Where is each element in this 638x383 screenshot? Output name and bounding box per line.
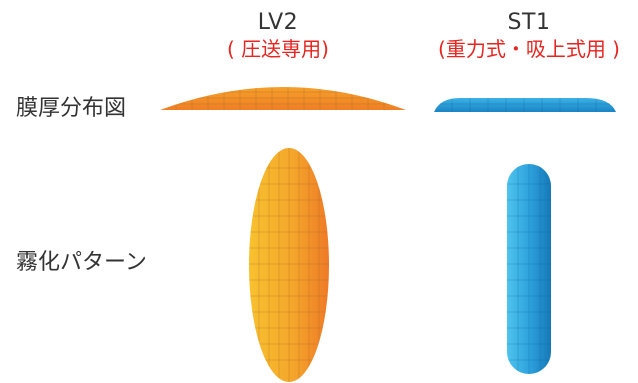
column-header-st1: ST1 (重力式・吸上式用 ): [424, 10, 634, 62]
lv2-subtitle: ( 圧送専用): [227, 37, 329, 61]
lv2-title: LV2: [257, 10, 299, 35]
column-header-lv2: LV2 ( 圧送専用): [178, 10, 378, 62]
st1-spray-pattern-shape: [507, 164, 551, 374]
lv2-spray-pattern-shape: [249, 148, 329, 382]
lv2-film-thickness-shape: [160, 87, 406, 110]
row-label-spray-pattern: 霧化パターン: [16, 250, 147, 275]
st1-subtitle: (重力式・吸上式用 ): [438, 37, 620, 61]
st1-film-thickness-shape: [434, 98, 616, 112]
row-label-film-thickness: 膜厚分布図: [16, 96, 127, 121]
st1-title: ST1: [507, 10, 551, 35]
